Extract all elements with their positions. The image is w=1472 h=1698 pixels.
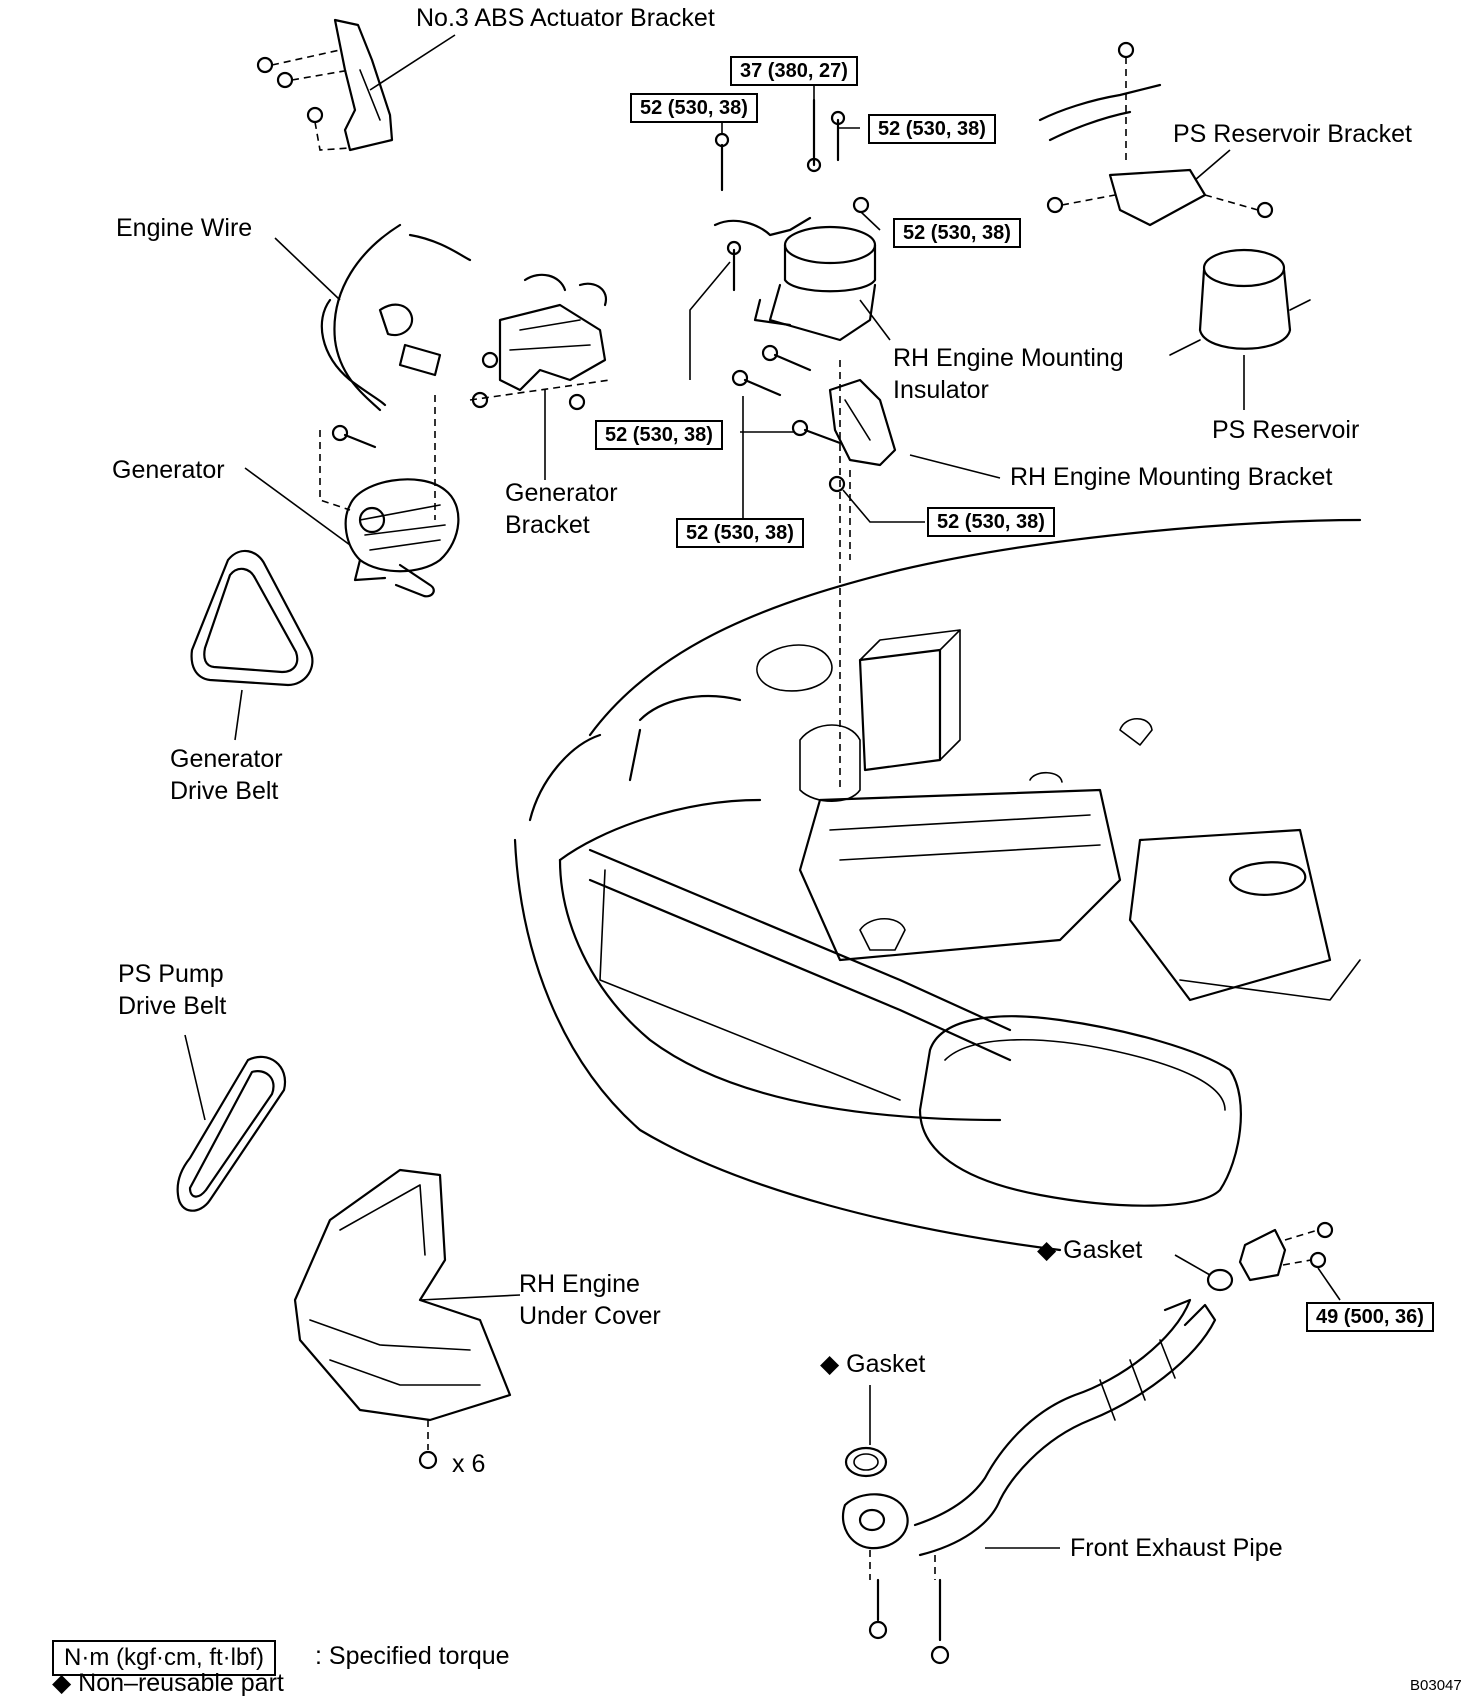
generator-drive-belt-drawing [190,549,314,741]
rh-engine-mounting-insulator-drawing [713,216,891,342]
ps-reservoir-bracket-drawing [1038,41,1274,227]
ps-pump-drive-belt-drawing [176,1034,287,1212]
legend-non-reusable: ◆ Non–reusable part [52,1669,284,1697]
generator-bracket-drawing [434,273,611,520]
engine-wire-label: Engine Wire [116,214,253,242]
torque-52-box-top-left: 52 (530, 38) [630,93,758,123]
legend-torque-unit-box: N·m (kgf·cm, ft·lbf) [52,1640,276,1676]
generator-drive-belt-label: Generator Drive Belt [170,745,283,805]
rh-engine-mounting-bracket-drawing [828,360,1001,790]
torque-52-box-insulator: 52 (530, 38) [893,218,1021,248]
mount-bolts-drawing [689,85,925,535]
generator-bolts-drawing [319,351,586,511]
front-exhaust-pipe-drawing [841,1221,1341,1665]
torque-52-box-mid-left: 52 (530, 38) [595,420,723,450]
gasket-upper-label: ◆ Gasket [1037,1236,1143,1264]
torque-49-box: 49 (500, 36) [1306,1302,1434,1332]
torque-52-box-bottom-left: 52 (530, 38) [676,518,804,548]
ps-pump-drive-belt-label: PS Pump Drive Belt [118,960,227,1020]
front-exhaust-pipe-label: Front Exhaust Pipe [1070,1534,1283,1562]
rh-engine-under-cover-drawing [293,1168,521,1470]
generator-bracket-label: Generator Bracket [505,479,618,539]
torque-52-box-top-right: 52 (530, 38) [868,114,996,144]
rh-engine-mounting-insulator-label: RH Engine Mounting Insulator [893,344,1124,404]
legend-torque-description: : Specified torque [315,1642,510,1670]
ps-reservoir-label: PS Reservoir [1212,416,1360,444]
figure-code: B03047 [1410,1677,1462,1694]
abs-actuator-bracket-label: No.3 ABS Actuator Bracket [416,4,715,32]
vehicle-body-drawing [513,518,1362,1252]
rh-engine-mounting-bracket-label: RH Engine Mounting Bracket [1010,463,1333,491]
ps-reservoir-bracket-label: PS Reservoir Bracket [1173,120,1412,148]
generator-label: Generator [112,456,225,484]
rh-engine-under-cover-label: RH Engine Under Cover [519,1270,661,1330]
bolt-count-label: x 6 [452,1450,486,1478]
abs-actuator-bracket-drawing [256,18,456,152]
generator-drawing [244,467,460,598]
gasket-lower-label: ◆ Gasket [820,1350,926,1378]
torque-37-box: 37 (380, 27) [730,56,858,86]
engine-wire-drawing [274,223,472,412]
ps-reservoir-drawing [1169,248,1311,410]
torque-52-box-bottom-right: 52 (530, 38) [927,507,1055,537]
